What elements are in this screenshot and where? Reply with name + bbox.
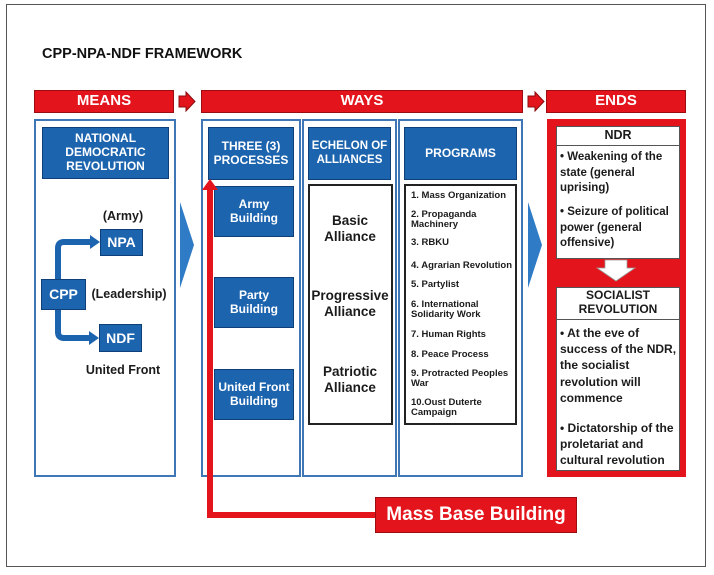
- ends-header: ENDS: [546, 90, 686, 113]
- echelon-title: ECHELON OF ALLIANCES: [308, 127, 391, 180]
- united-front-label: United Front: [85, 363, 161, 377]
- socialist-point: • Dictatorship of the proletariat and cu…: [560, 421, 674, 468]
- alliance-progressive: Progressive Alliance: [311, 288, 389, 319]
- socialist-revolution-title: SOCIALIST REVOLUTION: [557, 288, 679, 320]
- down-arrow-icon: [595, 259, 637, 282]
- program-item: 8. Peace Process: [411, 349, 489, 360]
- arrow-head-icon: [202, 179, 218, 190]
- mass-base-feedback-line: [207, 188, 375, 518]
- programs-list-box: [404, 184, 517, 425]
- program-item: 6. International Solidarity Work: [411, 299, 481, 321]
- socialist-point: • At the eve of success of the NDR, the …: [560, 326, 677, 405]
- npa-box: NPA: [100, 229, 143, 256]
- ndr-box: NATIONAL DEMOCRATIC REVOLUTION: [42, 127, 169, 179]
- diagram-title: CPP-NPA-NDF FRAMEWORK: [42, 46, 243, 62]
- program-item: 3. RBKU: [411, 237, 450, 248]
- means-header: MEANS: [34, 90, 174, 113]
- alliance-basic: Basic Alliance: [324, 213, 376, 244]
- program-item: 10.Oust Duterte Campaign: [411, 397, 482, 419]
- processes-title: THREE (3) PROCESSES: [208, 127, 294, 180]
- ndr-ends-title: NDR: [557, 128, 679, 147]
- cpp-to-ndf-connector: [55, 310, 91, 341]
- header-arrow-icon: [178, 90, 196, 113]
- program-item: 5. Partylist: [411, 279, 460, 290]
- program-item: 7. Human Rights: [411, 329, 486, 340]
- program-item: 1. Mass Organization: [411, 190, 507, 201]
- ways-header: WAYS: [201, 90, 523, 113]
- programs-title: PROGRAMS: [404, 127, 517, 180]
- program-item: 4. Agrarian Revolution: [411, 260, 512, 271]
- socialist-revolution-box: [556, 287, 680, 471]
- program-item: 9. Protracted Peoples War: [411, 368, 509, 390]
- ndr-point: • Seizure of political power (general of…: [560, 206, 669, 250]
- alliances-box: [308, 184, 393, 425]
- alliance-patriotic: Patriotic Alliance: [322, 364, 377, 395]
- leadership-label: (Leadership): [91, 287, 167, 301]
- mass-base-building-box: Mass Base Building: [375, 497, 577, 533]
- arrow-head-icon: [90, 235, 100, 249]
- means-to-ways-arrow-icon: [180, 202, 194, 288]
- process-united-front-building: United Front Building: [214, 369, 294, 420]
- ndf-box: NDF: [99, 324, 142, 352]
- ndr-ends-box: [556, 126, 680, 259]
- program-item: 2. Propaganda Machinery: [411, 209, 477, 231]
- army-label: (Army): [102, 209, 144, 223]
- ways-to-ends-arrow-icon: [528, 202, 542, 288]
- process-party-building: Party Building: [214, 277, 294, 328]
- ndr-point: • Weakening of the state (general uprisi…: [560, 151, 663, 195]
- process-army-building: Army Building: [214, 186, 294, 237]
- header-arrow-icon: [527, 90, 545, 113]
- cpp-box: CPP: [41, 279, 86, 310]
- arrow-head-icon: [89, 331, 99, 345]
- cpp-to-npa-connector: [55, 239, 92, 279]
